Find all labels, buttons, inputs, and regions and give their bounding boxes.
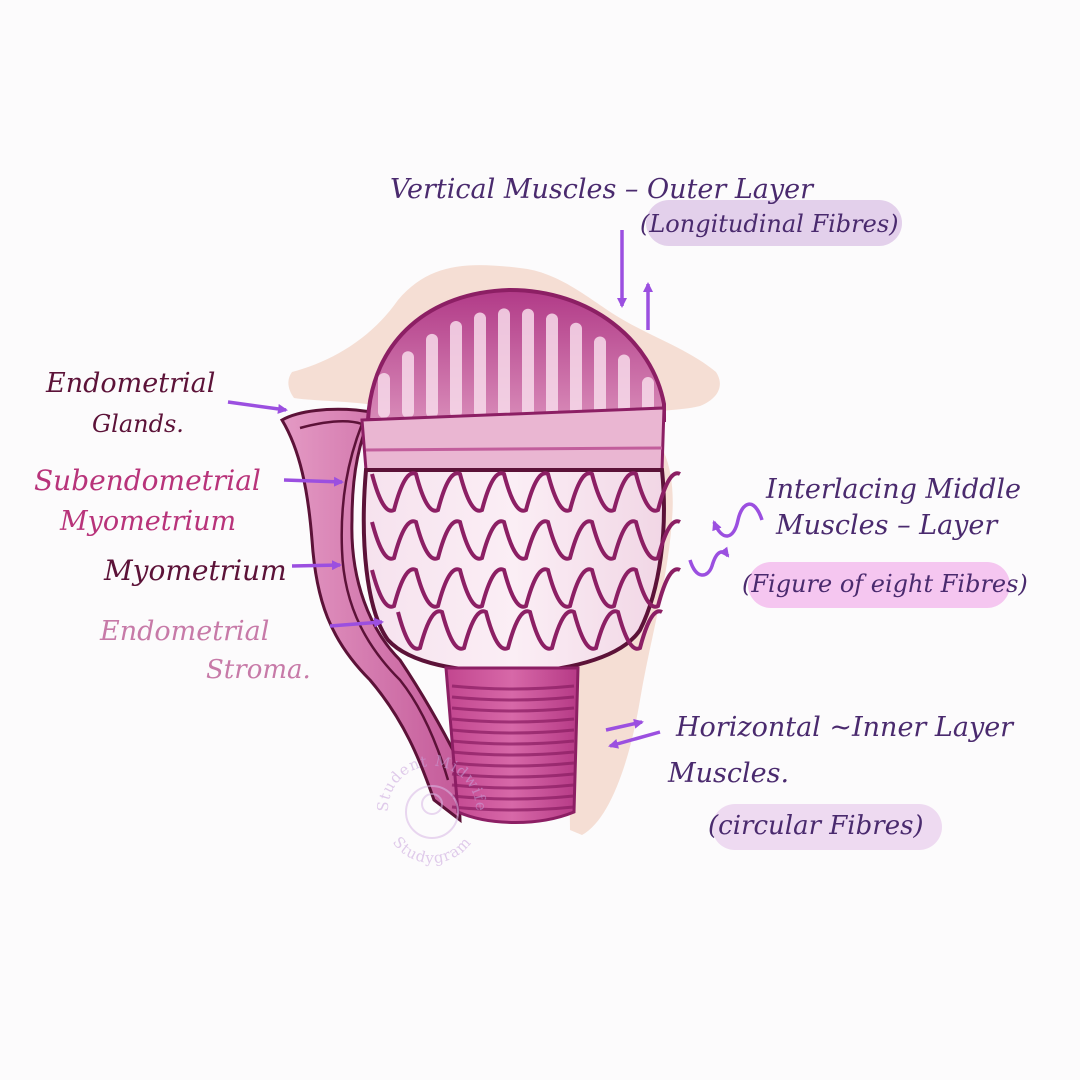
middle-wave-arrow-down: [688, 546, 730, 577]
myometrium-label: Myometrium: [103, 554, 287, 587]
vertical-fibre: [546, 313, 558, 418]
outer-label-highlight: [646, 200, 902, 246]
vertical-fibre: [402, 351, 414, 418]
watermark-circle: [405, 785, 459, 839]
stroma-arrow: [329, 617, 384, 628]
vertical-fibre: [378, 373, 390, 418]
inner-right-arrow: [605, 718, 644, 732]
vertical-fibre: [618, 354, 630, 418]
vertical-fibre: [450, 320, 462, 418]
vertical-fibre: [594, 336, 606, 418]
outer-layer-title: Vertical Muscles – Outer Layer: [390, 174, 815, 205]
vertical-fibre: [498, 308, 510, 418]
middle-wave-arrow-up: [712, 502, 764, 538]
circular-fibre: [451, 728, 575, 735]
vertical-fibre: [426, 333, 438, 418]
circular-fibre: [451, 772, 575, 779]
vertical-fibre-strands: [378, 308, 654, 418]
subendometrial-line: [299, 420, 450, 781]
glands-arrow: [227, 400, 288, 414]
middle-layer-title-line2: Muscles – Layer: [775, 510, 999, 541]
endometrial-stroma-line1: Endometrial: [99, 616, 269, 647]
inner-left-arrow: [608, 730, 661, 749]
myometrium-arrow: [291, 560, 342, 571]
interlacing-fibre: [396, 609, 663, 651]
endometrial-stroma-line2: Stroma.: [206, 655, 311, 685]
middle-layer-fibres: (Figure of eight Fibres): [742, 570, 1028, 598]
vertical-fibre: [570, 322, 582, 418]
pelvis-icon: [421, 793, 443, 815]
circular-fibre: [451, 717, 575, 724]
inner-layer-fibres: (circular Fibres): [708, 811, 924, 841]
interlacing-fibre: [370, 519, 681, 561]
middle-layer-title-line1: Interlacing Middle: [765, 474, 1021, 505]
interlacing-fibre: [370, 567, 681, 609]
circular-fibre: [451, 761, 575, 768]
circular-fibre: [451, 783, 575, 790]
middle-label-highlight: [748, 562, 1010, 608]
endometrial-glands-line1: Endometrial: [45, 368, 215, 399]
fundus-band-line: [365, 446, 663, 452]
endometrial-glands-line2: Glands.: [92, 410, 184, 438]
inner-layer-title-line2: Muscles.: [667, 758, 789, 789]
figure-of-eight-fibres: [370, 471, 681, 651]
vertical-fibre: [522, 308, 534, 418]
subendometrial-line1: Subendometrial: [34, 464, 261, 497]
interlacing-fibre: [370, 471, 681, 513]
subendometrial-line2: Myometrium: [59, 506, 236, 537]
vertical-fibre: [474, 312, 486, 418]
circular-fibre-rings: [451, 684, 575, 812]
cervix-circular-fibres: [444, 666, 580, 824]
fundus-band: [360, 406, 666, 472]
vertical-fibres-dome: [365, 287, 666, 422]
pointer-arrows: [227, 230, 764, 749]
circular-fibre: [451, 695, 575, 702]
circular-fibre: [451, 684, 575, 691]
circular-fibre: [451, 805, 575, 812]
inner-layer-title-line1: Horizontal ~Inner Layer: [675, 712, 1015, 743]
circular-fibre: [451, 750, 575, 757]
subendometrial-arrow: [283, 476, 344, 487]
circular-fibre: [451, 794, 575, 801]
inner-label-highlight: [712, 804, 942, 850]
outer-layer-fibres: (Longitudinal Fibres): [640, 210, 899, 238]
circular-fibre: [451, 739, 575, 746]
circular-fibre: [451, 706, 575, 713]
